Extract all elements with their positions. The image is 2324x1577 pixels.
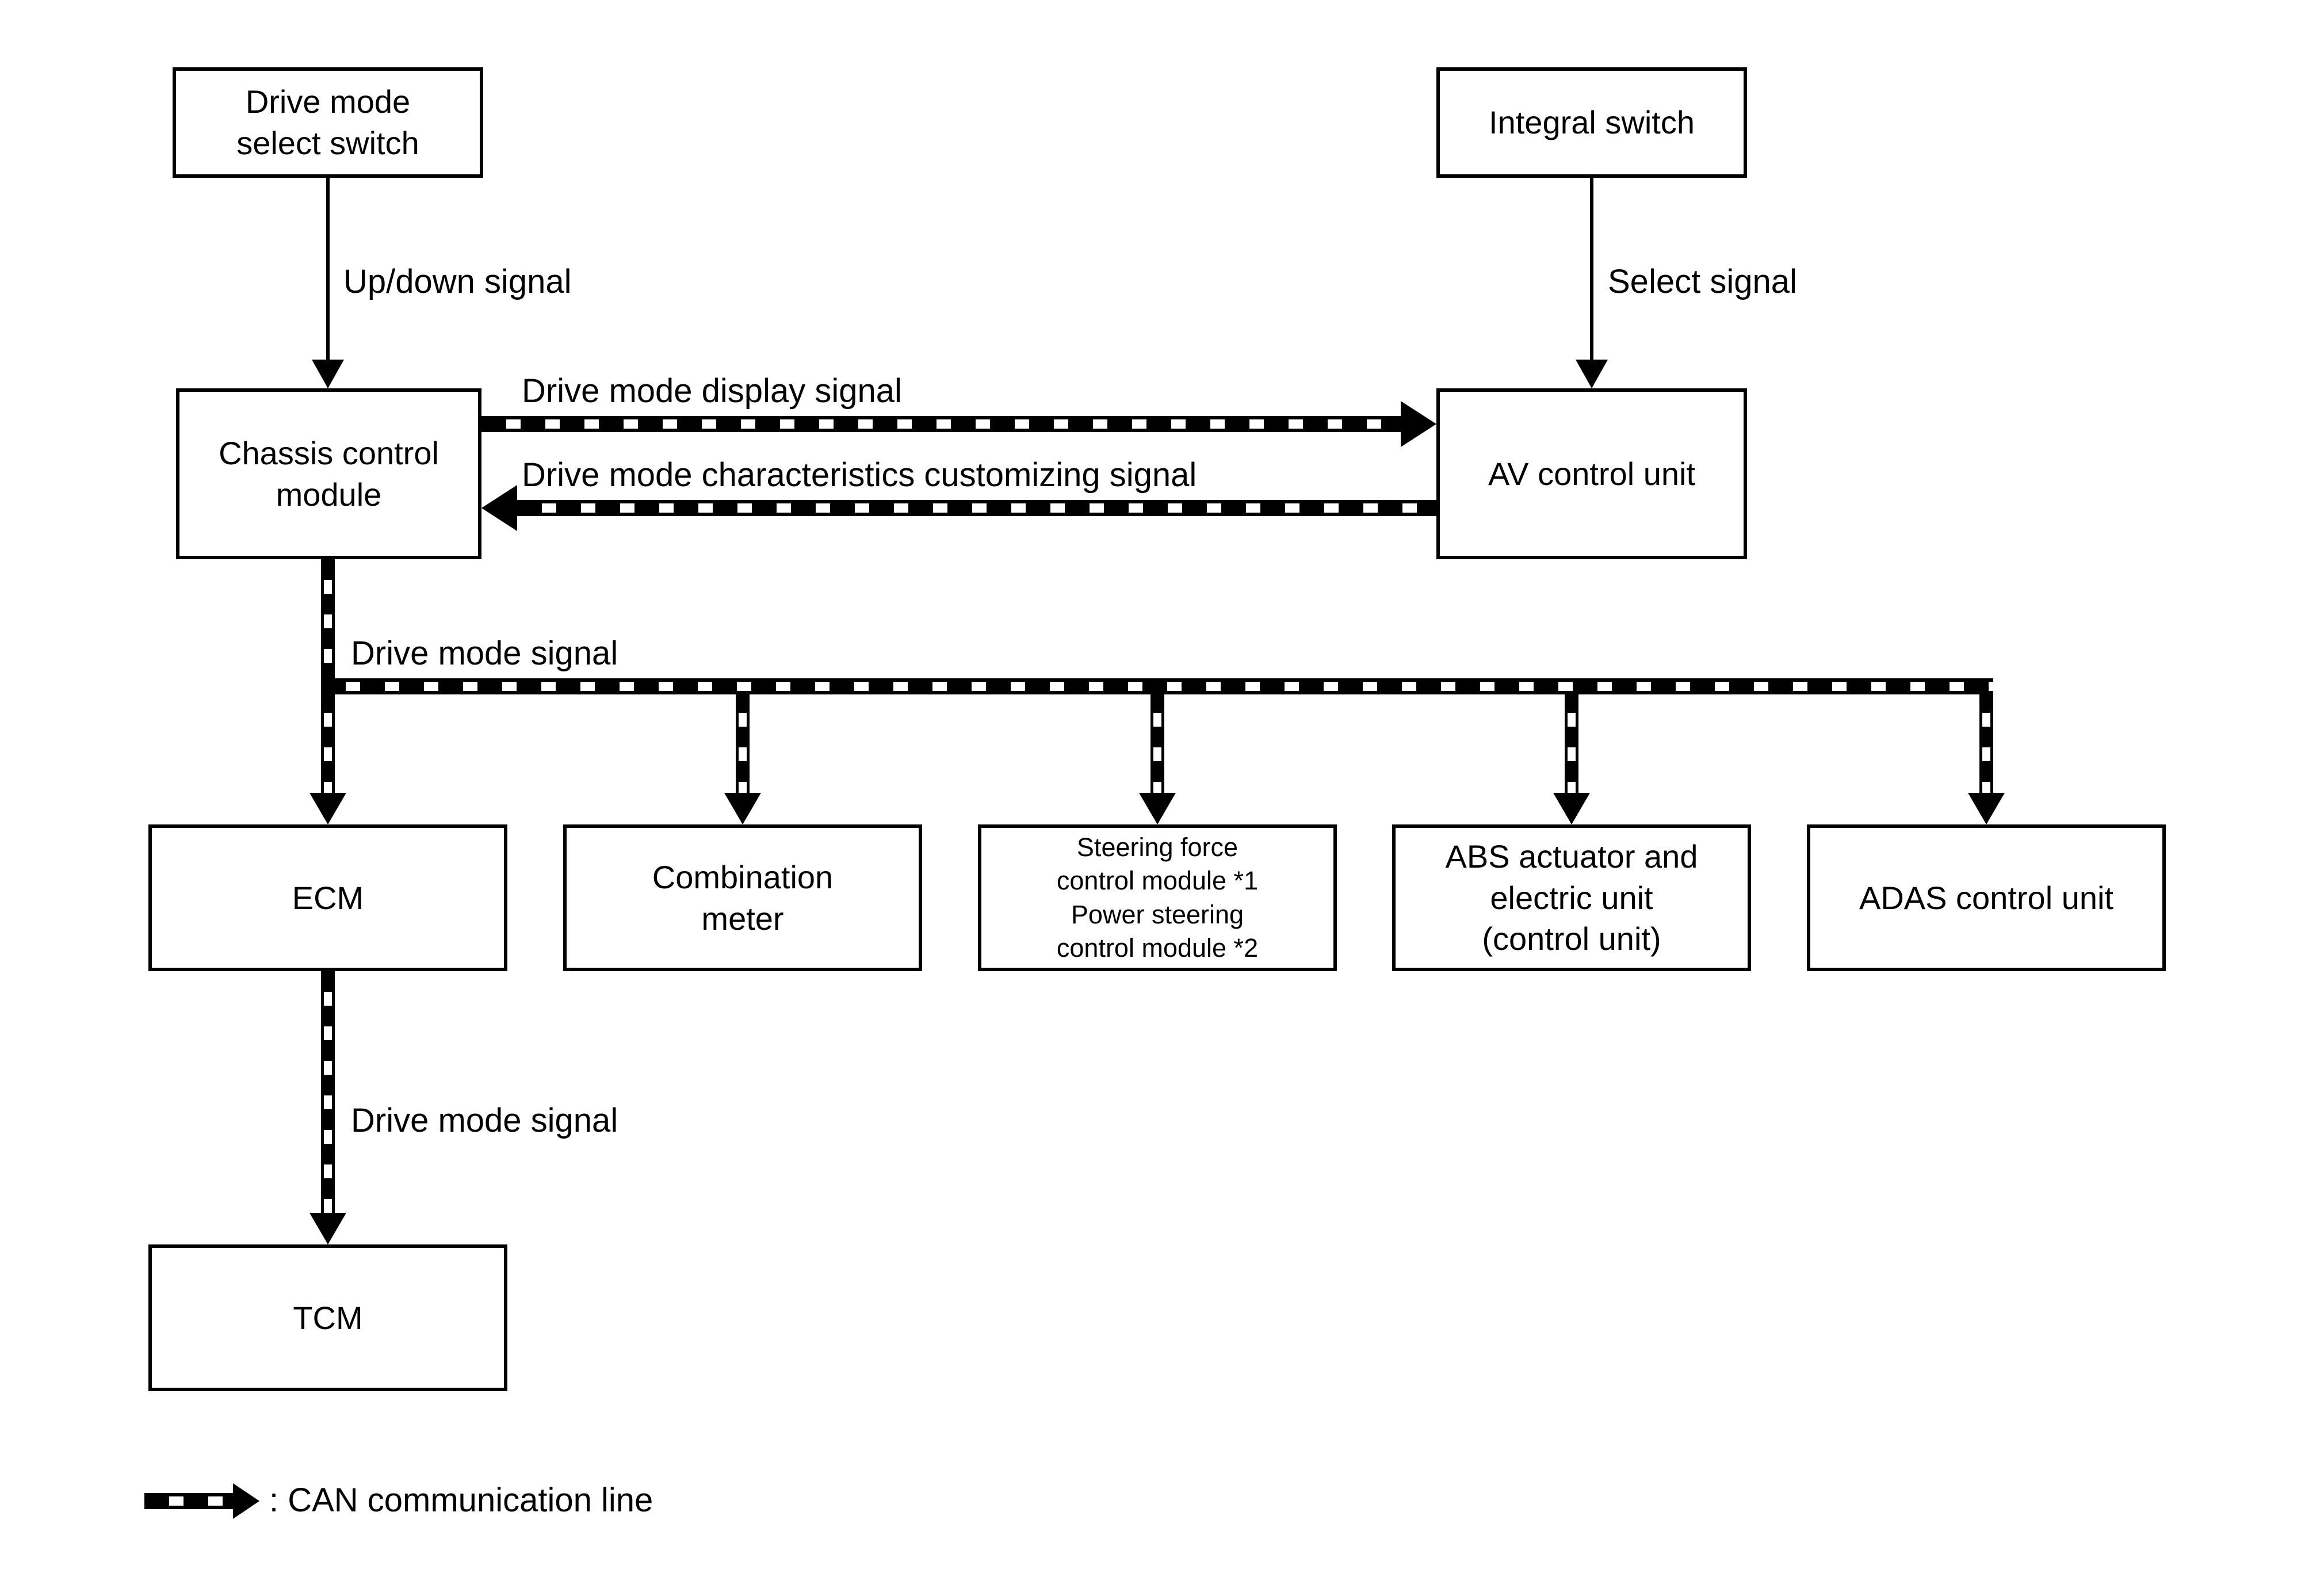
box-adas-control-unit: ADAS control unit: [1807, 824, 2166, 971]
can-drop-steering: [1150, 692, 1164, 793]
box-tcm: TCM: [148, 1244, 507, 1391]
box-label-line: Combination: [652, 858, 834, 895]
box-av-control-unit: AV control unit: [1436, 388, 1747, 559]
connector-line-integral-switch-to-av: [1590, 178, 1593, 360]
box-label-line: ADAS control unit: [1859, 879, 2113, 916]
box-label-line: (control unit): [1482, 921, 1661, 957]
can-arrowhead-left-icon: [481, 485, 517, 531]
box-label-line: ABS actuator and: [1445, 838, 1698, 875]
box-chassis-control-module: Chassis control module: [176, 388, 481, 559]
label-select-signal: Select signal: [1608, 263, 1797, 300]
box-ecm: ECM: [148, 824, 507, 971]
box-steering-control-modules: Steering force control module *1 Power s…: [978, 824, 1337, 971]
can-drop-adas: [1979, 692, 1993, 793]
arrowhead-down-icon: [1576, 360, 1608, 388]
box-drive-mode-select-switch: Drive mode select switch: [173, 67, 483, 178]
box-label-line: ECM: [292, 879, 364, 916]
arrowhead-down-icon: [312, 360, 344, 388]
can-arrowhead-down-icon: [1968, 793, 2005, 824]
can-drop-abs: [1565, 692, 1578, 793]
can-line-ecm-to-tcm: [321, 971, 335, 1213]
box-label-line: Integral switch: [1489, 104, 1695, 141]
box-label-line: TCM: [293, 1299, 363, 1336]
box-label-line: select switch: [236, 125, 419, 161]
label-up-down-signal: Up/down signal: [343, 263, 572, 300]
label-drive-mode-signal-tcm: Drive mode signal: [351, 1102, 618, 1139]
legend-text: : CAN communication line: [269, 1481, 653, 1519]
can-drop-ecm: [321, 692, 335, 793]
label-drive-mode-customizing-signal: Drive mode characteristics customizing s…: [522, 456, 1197, 494]
can-drop-combination-meter: [736, 692, 750, 793]
can-arrowhead-down-icon: [309, 1213, 346, 1244]
label-drive-mode-display-signal: Drive mode display signal: [522, 372, 902, 410]
box-label-line: Drive mode: [245, 83, 411, 120]
box-abs-actuator: ABS actuator and electric unit (control …: [1392, 824, 1751, 971]
box-label-line: Steering force: [1076, 832, 1239, 862]
box-label-line: Power steering: [1071, 899, 1244, 929]
box-combination-meter: Combination meter: [563, 824, 922, 971]
can-arrowhead-down-icon: [309, 793, 346, 824]
box-label-line: control module *2: [1056, 933, 1259, 963]
box-label-line: Chassis control: [219, 434, 439, 471]
box-label-line: module: [276, 476, 382, 513]
can-line-display-signal: [481, 416, 1401, 432]
label-drive-mode-signal-bus: Drive mode signal: [351, 635, 618, 672]
can-arrowhead-right-icon: [233, 1483, 259, 1519]
can-line-chassis-down: [321, 559, 335, 692]
box-label-line: control module *1: [1056, 866, 1259, 895]
can-arrowhead-down-icon: [724, 793, 761, 824]
can-arrowhead-down-icon: [1553, 793, 1590, 824]
can-arrowhead-down-icon: [1139, 793, 1176, 824]
box-label-line: electric unit: [1490, 879, 1653, 916]
connector-line-select-switch-to-chassis: [326, 178, 330, 360]
legend-can-line-sample: [144, 1493, 233, 1509]
box-integral-switch: Integral switch: [1436, 67, 1747, 178]
box-label-line: AV control unit: [1488, 455, 1696, 492]
can-arrowhead-right-icon: [1401, 401, 1436, 447]
can-line-customizing-signal: [517, 500, 1436, 516]
box-label-line: meter: [701, 900, 784, 937]
